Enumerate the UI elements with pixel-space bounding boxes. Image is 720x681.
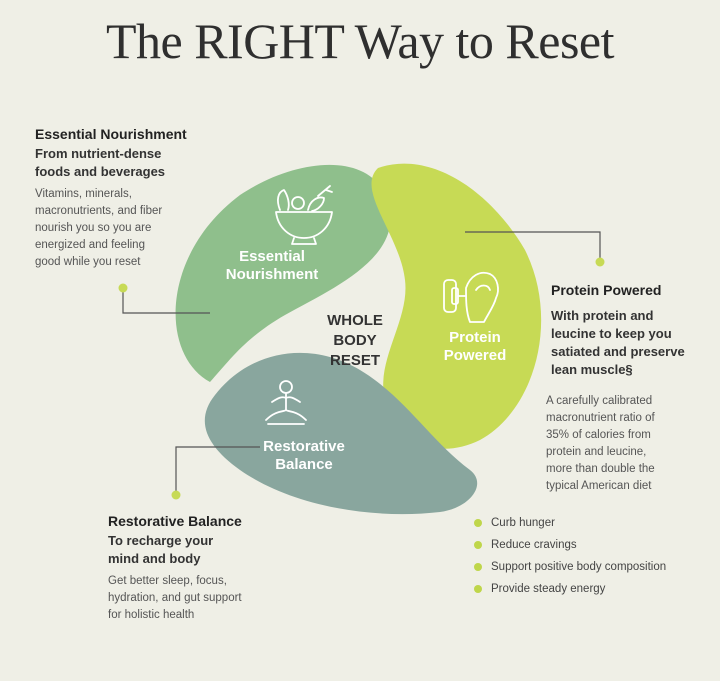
connector-dot-balance [171,490,181,500]
list-item: Support positive body composition [474,556,666,578]
petal-label-nourishment: Essential Nourishment [225,248,319,283]
connector-protein [465,231,601,262]
center-label: WHOLE BODY RESET [327,312,383,369]
connector-dot-protein [595,257,605,267]
section-body: Vitamins, minerals, macronutrients, and … [35,188,163,268]
section-body: Get better sleep, focus, hydration, and … [108,575,242,621]
petal-label-balance: Restorative Balance [263,438,345,473]
meditation-icon [265,380,307,425]
section-heading: Essential Nourishment [35,126,187,142]
bullet-dot-icon [474,541,482,549]
bullet-dot-icon [474,585,482,593]
section-heading: Protein Powered [551,282,662,298]
section-subheading: To recharge your mind and body [108,533,214,566]
connector-balance [175,446,260,495]
list-item: Reduce cravings [474,534,666,556]
page-title: The RIGHT Way to Reset [105,13,615,69]
section-heading: Restorative Balance [108,513,242,529]
connector-nourishment [122,288,210,314]
connector-dot-nourishment [118,283,128,293]
section-nourishment: Essential Nourishment From nutrient-dens… [35,126,235,271]
bullet-dot-icon [474,519,482,527]
bullet-dot-icon [474,563,482,571]
petal-balance [204,352,478,515]
section-subheading: With protein and leucine to keep you sat… [551,308,685,377]
list-item: Provide steady energy [474,578,666,600]
flexed-arm-dumbbell-icon [443,271,499,323]
section-subheading: From nutrient-dense foods and beverages [35,146,166,179]
section-protein: Protein Powered With protein and leucine… [551,282,716,379]
benefits-list: Curb hunger Reduce cravings Support posi… [474,512,666,600]
section-protein-body: A carefully calibrated macronutrient rat… [546,395,655,492]
petal-nourishment [175,164,391,382]
list-item: Curb hunger [474,512,666,534]
section-balance: Restorative Balance To recharge your min… [108,513,308,624]
petal-label-protein: Protein Powered [443,329,507,364]
salad-bowl-icon [275,185,333,245]
